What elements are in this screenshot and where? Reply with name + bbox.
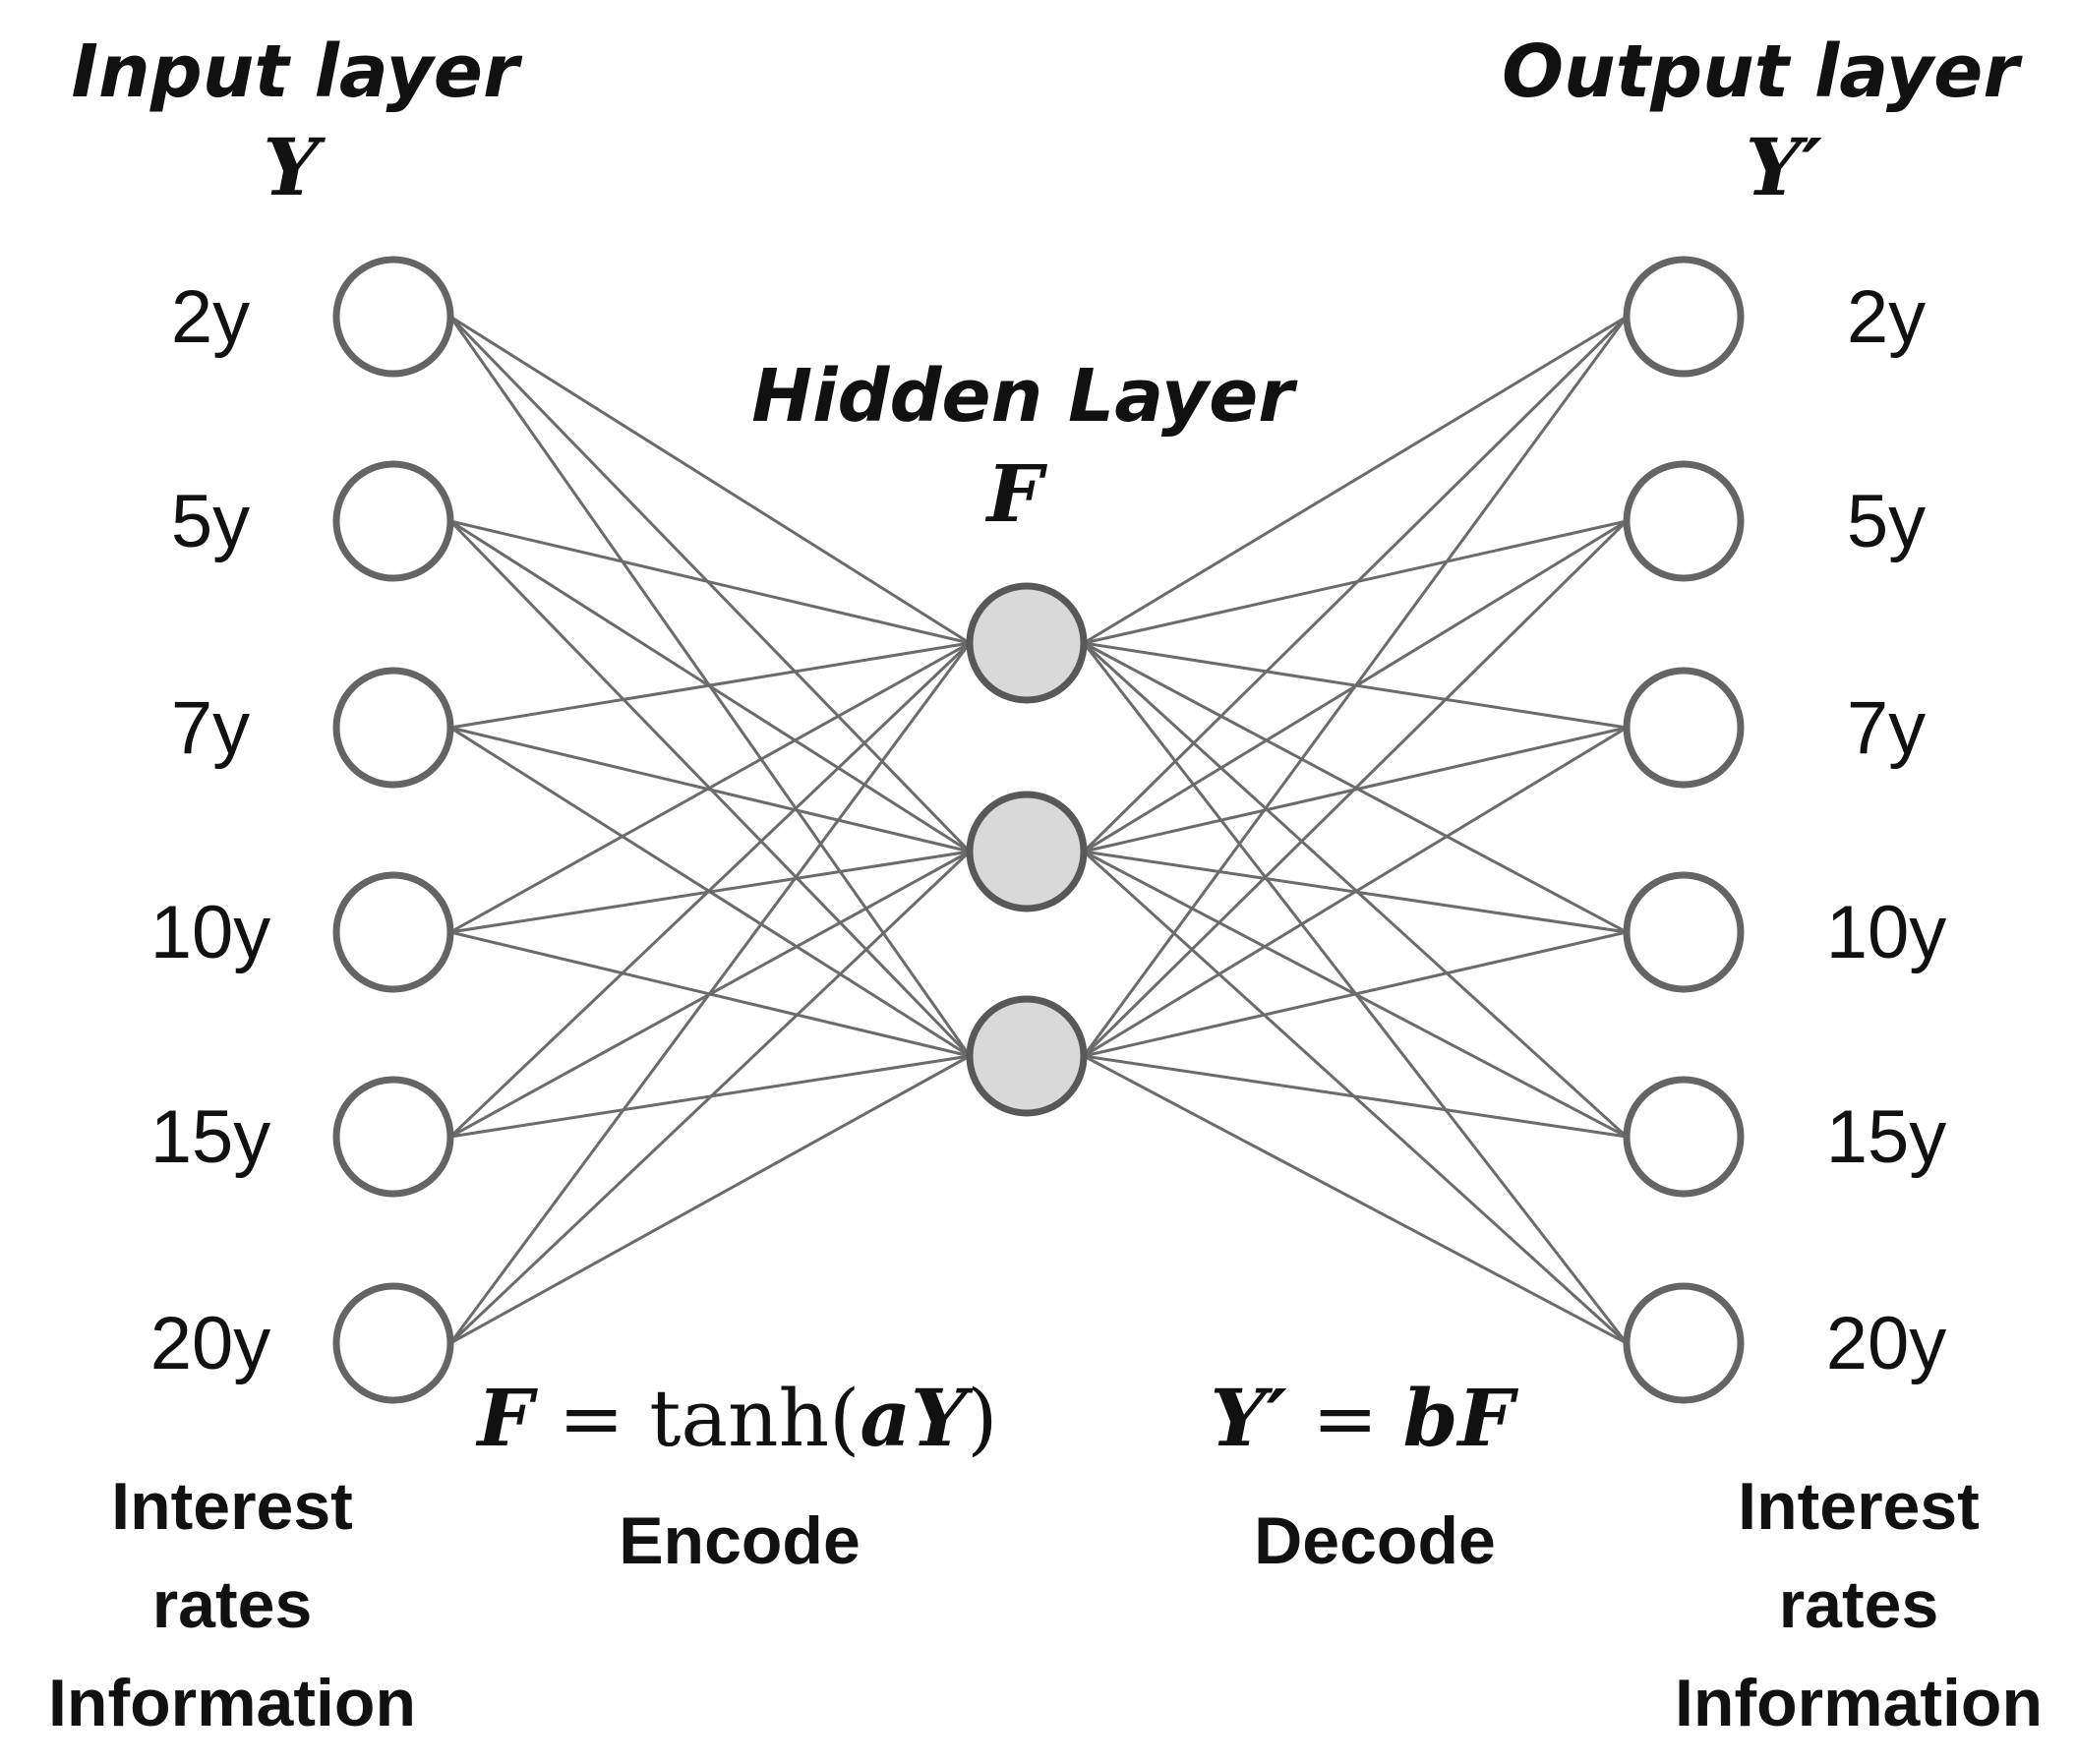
output-node-15y [1623,1076,1745,1198]
output-layer-title: Output layer [1502,29,2023,114]
hidden-layer-title: Hidden Layer [751,354,1298,439]
input-node-7y [332,667,454,789]
input-node-5y [332,460,454,582]
edge-input-5-hidden-1 [448,850,972,1345]
decode-formula: Y′ = bF [1211,1372,1519,1464]
decode-formula-part-1: = [1287,1373,1403,1464]
edge-input-1-hidden-0 [449,519,971,645]
input-node-2y [332,256,454,378]
encode-formula-part-0: F [476,1372,539,1464]
input-label-2y: 2y [171,275,250,359]
output-label-5y: 5y [1847,480,1926,563]
output-node-2y [1623,256,1745,378]
output-node-5y [1623,460,1745,582]
edge-hidden-2-output-3 [1083,930,1628,1058]
output-layer-symbol: Y′ [1746,121,1822,213]
decode-formula-part-2: bF [1403,1372,1519,1464]
edge-input-5-hidden-0 [448,642,972,1344]
edge-input-2-hidden-0 [449,641,971,730]
edge-input-3-hidden-0 [449,641,971,934]
edge-hidden-0-output-0 [1083,315,1628,645]
input-label-7y: 7y [171,686,250,770]
input-node-labels: 2y 5y 7y 10y 15y 20y [150,275,271,1385]
output-label-10y: 10y [1826,891,1947,974]
encode-label: Encode [619,1503,860,1578]
input-label-20y: 20y [150,1302,271,1385]
input-layer-title: Input layer [72,29,523,114]
edge-hidden-1-output-0 [1082,315,1629,853]
hidden-node-3 [966,995,1088,1117]
edge-input-5-hidden-2 [449,1054,971,1345]
encode-formula-part-3: ) [967,1373,997,1464]
output-caption-line-3: Information [1675,1666,2043,1740]
input-layer-symbol: Y [263,121,326,213]
hidden-node-2 [966,791,1088,912]
decode-formula-part-0: Y′ [1211,1372,1287,1464]
edge-hidden-2-output-1 [1082,519,1629,1058]
hidden-node-1 [966,582,1088,704]
output-label-20y: 20y [1826,1302,1947,1385]
output-label-2y: 2y [1847,275,1926,359]
output-caption-line-2: rates [1779,1567,1939,1642]
input-caption-line-1: Interest [111,1469,353,1544]
edge-hidden-2-output-4 [1083,1054,1628,1139]
edge-hidden-0-output-4 [1082,641,1629,1139]
encode-formula-part-1: = tanh( [533,1373,860,1464]
input-label-5y: 5y [171,480,250,563]
nodes [332,256,1745,1404]
output-caption-line-1: Interest [1738,1469,1980,1544]
input-node-20y [332,1282,454,1404]
input-node-10y [332,871,454,993]
encode-formula-part-2: aY [860,1372,974,1464]
input-label-15y: 15y [150,1095,271,1179]
encode-formula: F = tanh(aY) [476,1372,998,1464]
output-node-labels: 2y 5y 7y 10y 15y 20y [1826,275,1947,1385]
edge-input-2-hidden-1 [449,726,971,853]
edge-input-0-hidden-0 [449,315,971,645]
decode-label: Decode [1254,1503,1496,1578]
edge-input-4-hidden-0 [448,641,972,1139]
hidden-layer-symbol: F [985,447,1048,540]
input-caption-line-2: rates [152,1567,313,1642]
output-label-15y: 15y [1826,1095,1947,1179]
connections [448,315,1629,1345]
input-caption-line-3: Information [48,1666,416,1740]
output-node-7y [1623,667,1745,789]
input-label-10y: 10y [150,891,271,974]
output-node-20y [1623,1282,1745,1404]
edge-input-0-hidden-1 [448,315,972,853]
edge-hidden-2-output-5 [1083,1054,1628,1345]
output-node-10y [1623,871,1745,993]
edge-hidden-2-output-0 [1082,316,1629,1057]
input-node-15y [332,1076,454,1198]
edge-hidden-2-output-2 [1083,726,1628,1058]
output-label-7y: 7y [1847,686,1926,770]
